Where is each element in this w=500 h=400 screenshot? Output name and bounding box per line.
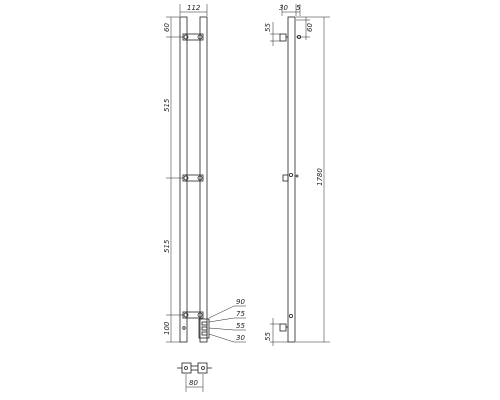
front-callout-4: 30 bbox=[236, 334, 245, 342]
front-width-dimension bbox=[179, 4, 208, 16]
bottom-clamp-right-screw bbox=[197, 312, 203, 318]
top-clamp-left-screw bbox=[183, 34, 189, 40]
right-rail bbox=[199, 16, 208, 343]
side-top-depth-label: 30 bbox=[279, 4, 288, 12]
side-top-bracket-height-label: 55 bbox=[264, 23, 272, 32]
plan-width-dim bbox=[185, 374, 204, 392]
front-top-offset-label: 60 bbox=[163, 23, 171, 32]
plan-right-screw bbox=[201, 366, 205, 370]
side-bottom-bracket bbox=[279, 323, 287, 332]
connection-box-terminal-top bbox=[201, 321, 208, 326]
side-view bbox=[279, 16, 301, 343]
side-bracket-depth-dim bbox=[296, 17, 310, 40]
connection-box bbox=[198, 318, 210, 339]
bottom-clamp-left-screw bbox=[183, 312, 189, 318]
front-callout-3: 55 bbox=[236, 322, 245, 330]
plan-left-screw bbox=[184, 366, 188, 370]
side-mid-marker bbox=[295, 174, 299, 178]
front-callout-leaders bbox=[208, 305, 246, 343]
side-bracket-depth-label: 60 bbox=[306, 23, 314, 32]
plan-right-nut bbox=[197, 362, 208, 374]
connection-box-terminal-mid bbox=[201, 326, 208, 331]
side-bottom-hole bbox=[288, 313, 293, 318]
side-total-height-label: 1780 bbox=[316, 168, 324, 186]
front-callout-1: 90 bbox=[236, 298, 245, 306]
side-mid-hole bbox=[288, 172, 293, 177]
plan-width-label: 80 bbox=[189, 379, 198, 387]
side-mid-bracket bbox=[282, 174, 289, 182]
side-top-gap-label: 5 bbox=[296, 4, 301, 12]
front-upper-segment-label: 515 bbox=[163, 98, 171, 112]
left-rail bbox=[179, 16, 188, 343]
middle-clamp-right-screw bbox=[197, 175, 203, 181]
front-callout-2: 75 bbox=[236, 310, 245, 318]
bottom-left-hole bbox=[182, 326, 186, 330]
side-top-bracket bbox=[279, 33, 287, 42]
front-height-dimension-chain bbox=[166, 16, 183, 343]
side-bottom-bracket-height-label: 55 bbox=[264, 332, 272, 341]
side-total-height-dim bbox=[296, 16, 330, 343]
connection-box-terminal-bottom bbox=[201, 331, 208, 336]
front-width-label: 112 bbox=[187, 4, 201, 12]
front-bottom-offset-label: 100 bbox=[163, 321, 171, 335]
side-bottom-bracket-height-dim bbox=[270, 318, 288, 346]
front-lower-segment-label: 515 bbox=[163, 239, 171, 253]
plan-view bbox=[177, 362, 212, 374]
side-top-dimensions bbox=[281, 4, 301, 16]
side-top-bracket-height-dim bbox=[270, 22, 280, 46]
front-view bbox=[179, 16, 210, 343]
plan-left-nut bbox=[181, 362, 192, 374]
side-rail bbox=[287, 16, 296, 343]
middle-clamp-left-screw bbox=[183, 175, 189, 181]
top-clamp-right-screw bbox=[197, 34, 203, 40]
